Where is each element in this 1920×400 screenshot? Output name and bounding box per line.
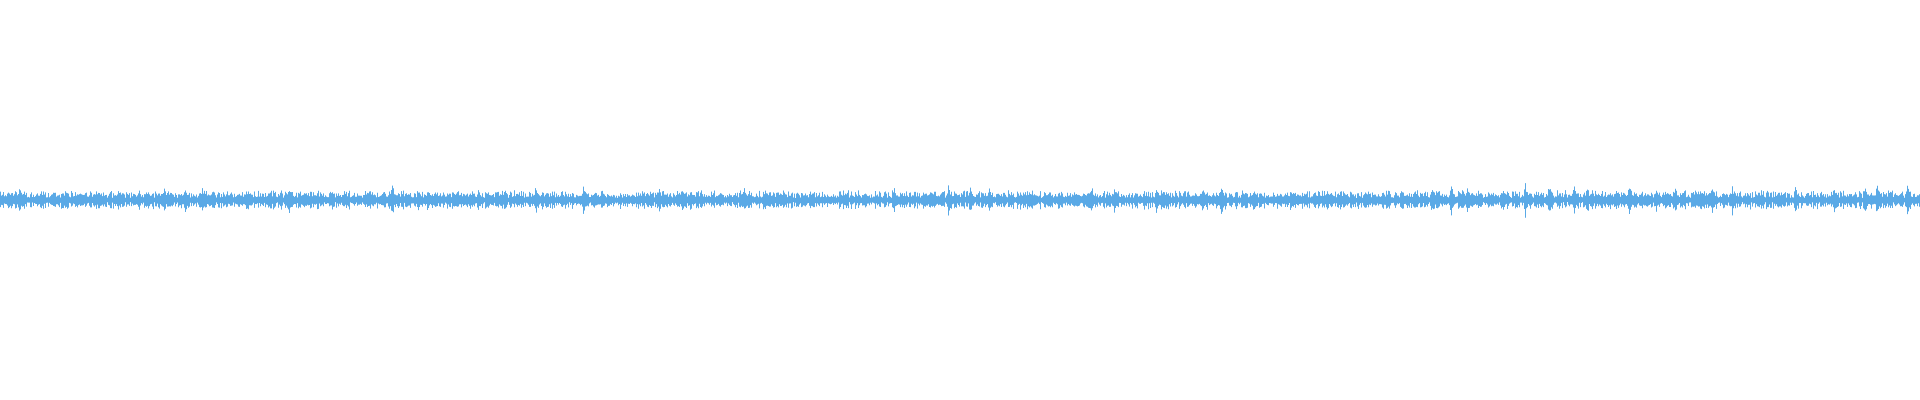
waveform-trace <box>0 183 1920 218</box>
